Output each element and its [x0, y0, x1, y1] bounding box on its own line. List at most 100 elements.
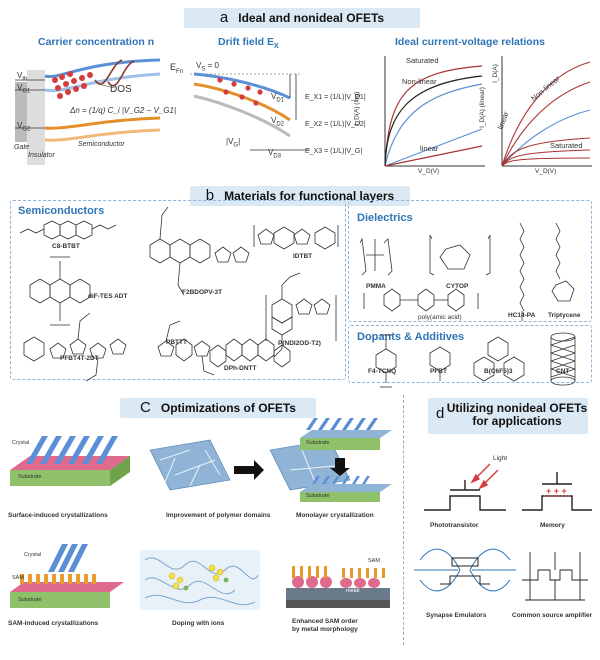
- iv1-linear-line-2: [384, 145, 483, 167]
- label-hc14: HC14-PA: [508, 312, 536, 319]
- caption-amplifier: Common source amplifier: [512, 612, 593, 619]
- gate-block: [15, 82, 27, 142]
- svg-text:+ + +: + + +: [546, 486, 567, 496]
- carrier-heading: Carrier concentration n: [38, 36, 155, 48]
- vd3-label: VD3: [268, 148, 282, 160]
- vg-abs-label: |VG|: [226, 137, 241, 149]
- metal-label: metal: [346, 588, 360, 594]
- iv1-saturated: Saturated: [406, 56, 439, 65]
- iv1-ylabel-linear: I_D(A) (linear): [478, 87, 486, 128]
- paa-structure: [363, 288, 479, 312]
- caption-doping-ions: Doping with ions: [172, 620, 225, 627]
- substrate-label-4: Substrate: [18, 597, 42, 603]
- label-pfbt-dopant: PFBT: [430, 368, 447, 375]
- optimization-illustrations: [10, 418, 392, 610]
- cnt-structure: [550, 332, 576, 386]
- diftes-structure: [29, 256, 91, 326]
- pmma-structure: [359, 237, 393, 276]
- f2bdopv-structure: [149, 206, 250, 296]
- panel-d-title-line2: for applications: [472, 414, 562, 428]
- pfbt-dopant-structure: [429, 346, 451, 381]
- label-cytop: CYTOP: [446, 283, 469, 290]
- pfbt-structure: [23, 312, 127, 382]
- label-pbttt: PBTTT: [166, 339, 187, 346]
- ex1-formula: E_X1 = (1/L)|V_D1|: [305, 94, 366, 101]
- arrow-down-icon: [330, 458, 350, 476]
- memory-charges: + + +: [546, 486, 567, 496]
- vg2-label: VG2: [17, 121, 31, 133]
- enhanced-sam-illustration: [286, 566, 390, 608]
- substrate-label-3: Substrate: [306, 493, 330, 499]
- carrier-band-diagram: [15, 58, 161, 165]
- delta-n-formula: Δn = (1/q) C_i |V_G2 − V_G1|: [70, 106, 177, 115]
- surface-induced-illustration: [10, 436, 130, 486]
- vg1-label: VG1: [17, 83, 31, 95]
- light-arrows: [470, 463, 499, 490]
- caption-surface-induced: Surface-induced crystallizations: [8, 512, 108, 519]
- crystal-label-1: Crystal: [12, 440, 30, 446]
- semiconductor-label: Semiconductor: [78, 141, 125, 148]
- label-pfbt: PFBT4T-2DT: [60, 355, 99, 362]
- iv1-nonlinear: Non-linear: [402, 77, 437, 86]
- label-paa: poly(amic acid): [418, 314, 462, 321]
- idtbt-structure: [253, 225, 339, 250]
- synapse-symbol: [414, 548, 516, 592]
- caption-monolayer: Monolayer crystallization: [296, 512, 374, 519]
- triptycene-structure: [551, 222, 575, 302]
- vs-label: VS = 0: [196, 61, 219, 73]
- dielectrics-box: [348, 200, 592, 322]
- vd1-label: VD1: [271, 92, 285, 104]
- pbttt-structure: [157, 320, 215, 376]
- label-cnt: CNT: [556, 368, 570, 375]
- label-f4tcnq: F4-TCNQ: [368, 368, 397, 375]
- drift-band-diagram: [190, 72, 310, 151]
- synapse-device-box: [451, 557, 479, 567]
- insulator-block: [27, 70, 45, 165]
- dopants-heading: Dopants & Additives: [357, 331, 465, 343]
- dopants-box: [348, 325, 592, 383]
- iv1-black-curve: [384, 75, 483, 167]
- substrate-label-2: Substrate: [306, 440, 330, 446]
- iv-plot-linear: [501, 56, 592, 167]
- dos-curve-1: [94, 59, 123, 85]
- panel-d-letter: d: [436, 405, 445, 422]
- iv1-linear-line: [384, 128, 483, 167]
- monolayer-illustration: [300, 418, 392, 502]
- label-c8btbt: C8-BTBT: [52, 243, 80, 250]
- dos-curve-2: [107, 60, 135, 87]
- label-pmma: PMMA: [366, 283, 386, 290]
- electron-dots: [52, 71, 93, 99]
- iv1-xlabel: V_D(V): [418, 168, 440, 175]
- synapse-transistor: [440, 575, 490, 585]
- panel-divider: [403, 395, 404, 645]
- panel-a-title-text: Ideal and nonideal OFETs: [238, 11, 385, 25]
- ex3-formula: E_X3 = (1/L)|V_G|: [305, 148, 363, 155]
- caption-synapse: Synapse Emulators: [426, 612, 487, 619]
- cytop-structure: [429, 234, 491, 276]
- dos-label: DOS: [110, 84, 132, 95]
- panel-d-title-line1: Utilizing nonideal OFETs: [446, 401, 588, 415]
- efn-label: EFn: [170, 62, 184, 75]
- substrate-label-1: Substrate: [18, 474, 42, 480]
- light-label: Light: [493, 455, 508, 462]
- iv2-ylabel: I_D(A): [491, 64, 499, 83]
- sam-induced-illustration: [10, 544, 124, 608]
- c8btbt-structure: [19, 220, 117, 240]
- panel-c-letter: C: [140, 399, 151, 416]
- label-bc6f5: B(C6F5)3: [484, 368, 513, 375]
- dphdntt-structure: [209, 338, 291, 368]
- label-dphdntt: DPh-DNTT: [224, 365, 257, 372]
- conduction-band-blue: [44, 58, 161, 79]
- insulator-label: Insulator: [28, 152, 55, 159]
- valence-band-orange: [44, 116, 161, 130]
- caption-phototransistor: Phototransistor: [430, 522, 479, 529]
- caption-polymer-domains: Improvement of polymer domains: [166, 512, 271, 519]
- panel-b-letter: b: [205, 187, 215, 204]
- drift-heading: Drift field EX: [218, 36, 279, 51]
- label-pndi: P(NDI2OD-T2): [278, 340, 321, 347]
- vth-label: Vth: [17, 71, 28, 83]
- sam-label-1: SAM: [12, 575, 24, 581]
- gate-label: Gate: [14, 144, 30, 151]
